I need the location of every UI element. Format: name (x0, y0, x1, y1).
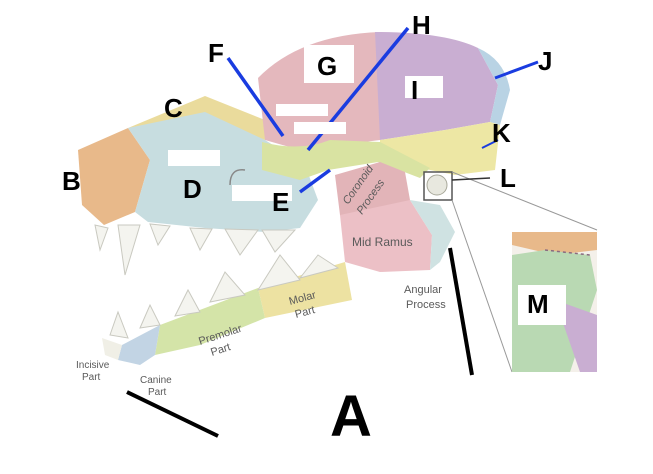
answer-box-i (405, 76, 443, 98)
canine-label-2: Part (148, 387, 167, 398)
incisive-label-1: Incisive (76, 360, 110, 371)
upper-teeth (94, 223, 297, 276)
answer-box-d (168, 150, 220, 166)
canine-label-1: Canine (140, 375, 172, 386)
occipital-bone-region (478, 48, 510, 125)
angular-label-1: Angular (404, 284, 442, 296)
molar-label-2: Part (294, 304, 317, 321)
incisive-bone-region (78, 128, 150, 225)
pointer-line-e (298, 168, 332, 194)
answer-box-m (518, 285, 566, 325)
label-b: B (62, 166, 81, 196)
canine-part-region (118, 325, 160, 365)
label-e: E (272, 187, 290, 217)
lower-teeth (109, 254, 340, 339)
label-g: G (317, 51, 338, 81)
mid-ramus-region (340, 200, 432, 272)
answer-box-h (294, 122, 346, 134)
pointer-line-k (481, 139, 499, 149)
tympanic-bulla (426, 174, 448, 196)
premolar-part-region (155, 288, 265, 355)
zoom-connector-top (451, 171, 598, 231)
label-m: M (527, 289, 549, 319)
pointer-line-f (226, 56, 285, 138)
label-c: C (164, 93, 183, 123)
zoom-connector-bottom (451, 199, 513, 373)
label-j: J (538, 46, 553, 76)
angular-label-2: Process (406, 299, 446, 311)
label-l: L (500, 163, 516, 193)
molar-part-region (258, 262, 352, 318)
premolar-label-2: Part (209, 341, 232, 359)
answer-box-e (232, 185, 292, 201)
nasal-bone-region (128, 96, 265, 140)
pointer-line-l (451, 177, 491, 181)
label-k: K (492, 118, 511, 148)
pointer-line-a-right (448, 247, 474, 376)
label-d: D (183, 174, 202, 204)
pointer-line-a-left (126, 390, 219, 438)
label-i: I (411, 75, 419, 105)
incisive-label-2: Part (82, 372, 101, 383)
orbit-outline (229, 169, 246, 186)
angular-process-region (410, 200, 455, 270)
joint-highlight-box (423, 171, 453, 201)
answer-box-f (276, 104, 328, 116)
answer-box-g (304, 45, 354, 83)
zygomatic-arch (262, 140, 430, 180)
label-h: H (412, 10, 431, 40)
label-f: F (208, 38, 224, 68)
mid-ramus-label: Mid Ramus (352, 235, 413, 249)
incisive-part-region (102, 338, 122, 360)
label-a: A (330, 384, 372, 449)
pointer-line-j (494, 60, 539, 80)
